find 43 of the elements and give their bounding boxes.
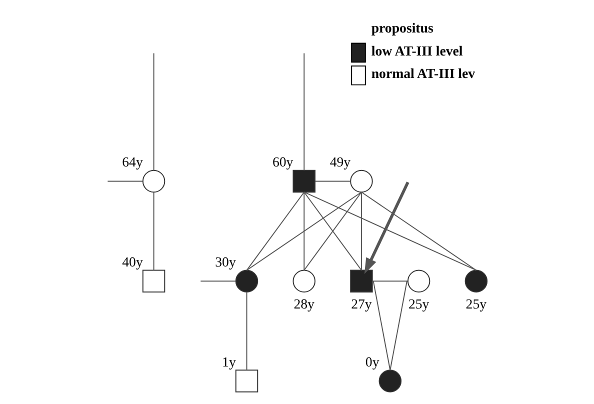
node-label: 27y	[350, 296, 372, 312]
node-box	[350, 270, 372, 292]
node-box	[142, 270, 165, 292]
connector	[303, 192, 476, 271]
connector	[372, 280, 390, 371]
arrow	[364, 182, 409, 274]
connector	[152, 192, 154, 271]
node-circle	[142, 170, 165, 193]
connector	[314, 180, 350, 182]
node-circle	[234, 270, 258, 292]
connector	[106, 180, 143, 182]
node-box	[292, 170, 315, 193]
node-circle	[350, 170, 372, 193]
node-label: 28y	[293, 296, 314, 312]
connector	[303, 192, 362, 271]
node-label: 30y	[214, 254, 236, 270]
node-circle	[406, 270, 430, 292]
connector	[360, 192, 476, 271]
connector	[152, 52, 154, 171]
node-label: 1y	[222, 354, 236, 370]
node-label: 25y	[465, 296, 486, 312]
connector	[246, 292, 247, 371]
legend-label: normal AT-III lev	[370, 66, 475, 82]
connector	[303, 192, 304, 271]
connector	[303, 52, 304, 171]
legend-label: low AT-III level	[370, 43, 462, 58]
node-circle	[464, 270, 488, 292]
connector	[372, 280, 408, 282]
node-circle	[378, 370, 402, 392]
node-label: 49y	[329, 154, 350, 170]
legend-label: propositus	[370, 20, 433, 36]
node-box	[234, 370, 258, 392]
connector	[200, 280, 236, 282]
connector	[389, 280, 407, 371]
node-label: 0y	[364, 354, 379, 370]
connector	[246, 192, 304, 271]
connector	[246, 192, 362, 271]
connector	[360, 192, 362, 271]
node-circle	[292, 270, 315, 292]
node-label: 64y	[122, 154, 142, 170]
node-label: 25y	[408, 296, 429, 312]
node-label: 60y	[272, 154, 293, 170]
node-label: 40y	[122, 254, 142, 270]
